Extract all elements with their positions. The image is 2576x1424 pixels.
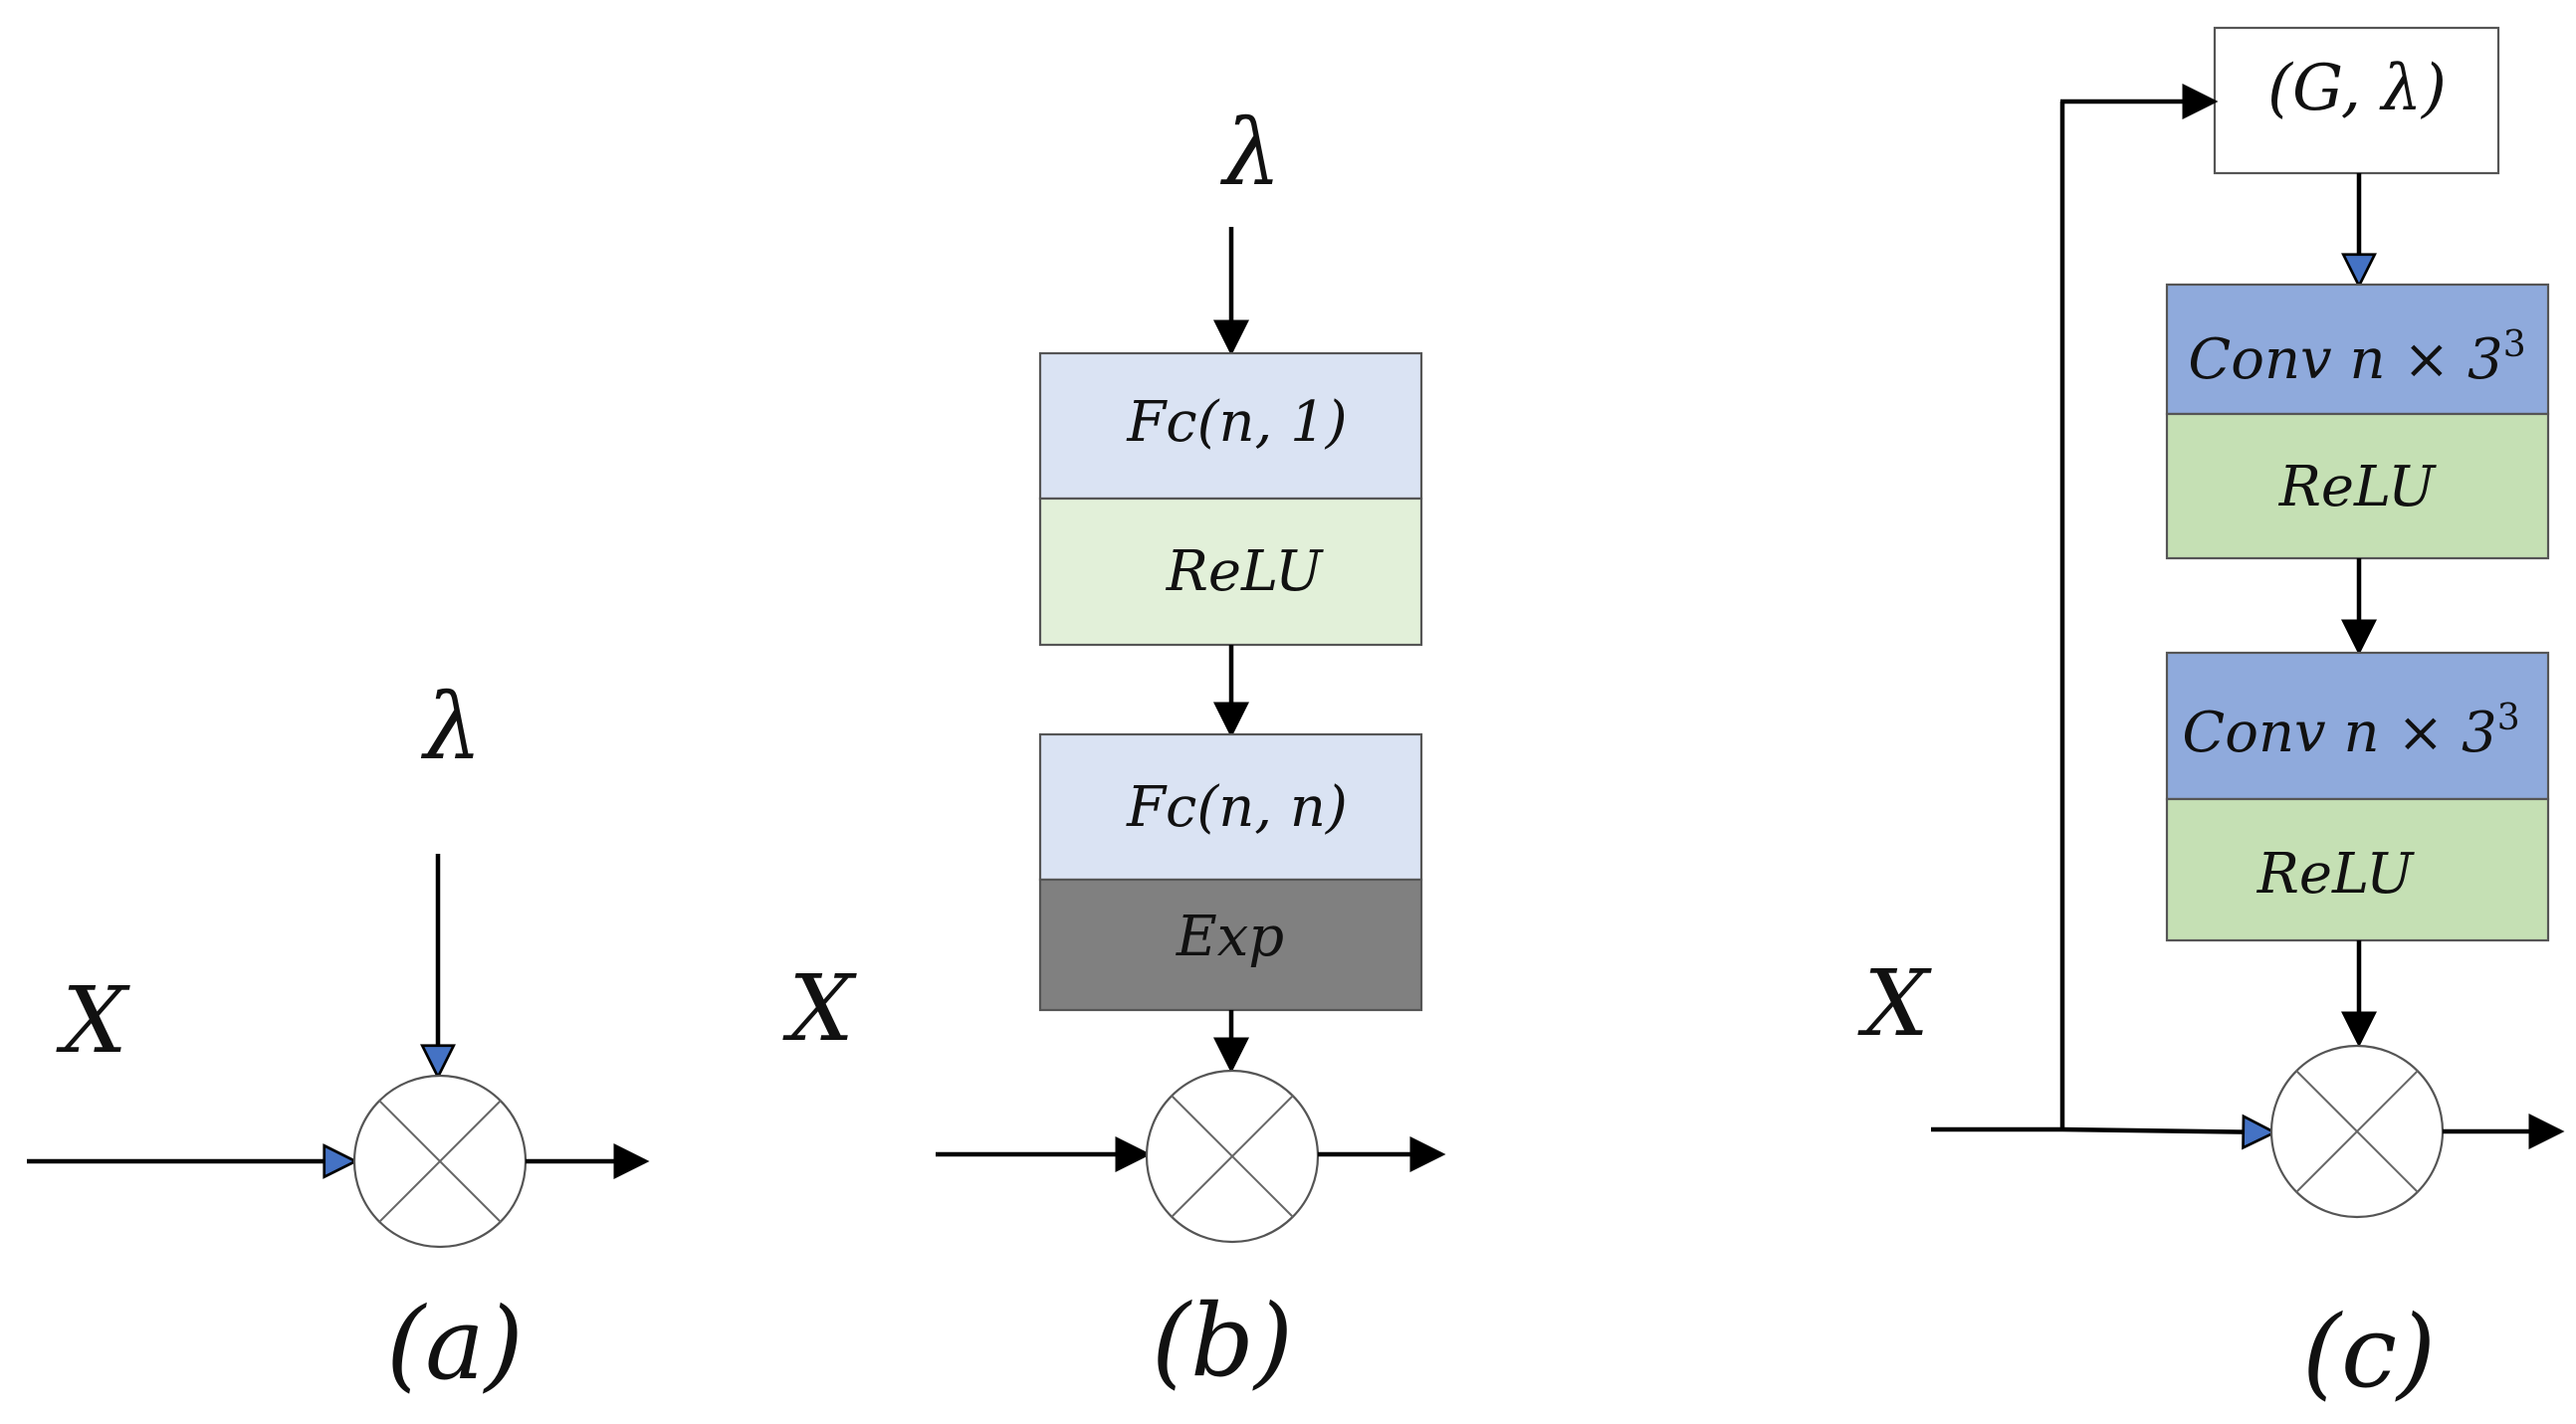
panel-c-relu1-box	[2165, 412, 2550, 560]
panel-c-multiply-node	[2269, 1044, 2445, 1219]
panel-b-fc2-block: Fc(n, n)	[1038, 732, 1423, 882]
panel-c-conv2-box	[2165, 651, 2550, 801]
panel-c: (G, λ) Conv n × 33 ReLU Conv n × 33 ReLU…	[1857, 26, 2565, 1410]
panel-c-conv1-main: Conv n × 3	[2188, 327, 2502, 392]
panel-b-relu-label: ReLU	[1166, 539, 1324, 604]
panel-c-conv1-superscript: 3	[2503, 324, 2526, 365]
panel-b-fc1-block: Fc(n, 1)	[1038, 351, 1423, 501]
panel-b-x-label: X	[782, 955, 857, 1062]
panel-b-caption: (b)	[1152, 1283, 1293, 1399]
panel-b-exp-box	[1038, 878, 1423, 1012]
panel-a-multiply-cross-2	[378, 1100, 502, 1223]
panel-b: λ Fc(n, 1) ReLU Fc(n, n) Exp X (b)	[782, 100, 1446, 1399]
panel-c-x-label: X	[1857, 950, 1932, 1057]
panel-b-exp-label: Exp	[1176, 905, 1284, 969]
panel-b-multiply-node	[1145, 1069, 1320, 1244]
panel-c-relu2-label: ReLU	[2256, 842, 2415, 907]
panel-c-caption: (c)	[2302, 1294, 2436, 1410]
panel-c-relu2-box	[2165, 797, 2550, 942]
panel-c-conv2-main: Conv n × 3	[2182, 701, 2496, 765]
panel-c-input-label: (G, λ)	[2267, 52, 2447, 125]
panel-a-caption: (a)	[386, 1286, 524, 1402]
panel-b-lambda-label: λ	[1219, 100, 1281, 206]
panel-c-conv2-superscript: 3	[2497, 698, 2520, 738]
panel-a-multiply-node	[352, 1074, 528, 1249]
panel-c-relu1-block: ReLU	[2165, 412, 2550, 560]
panel-b-fc1-box	[1038, 351, 1423, 501]
panel-c-relu2-block: ReLU	[2165, 797, 2550, 942]
panel-c-multiply-cross-2	[2295, 1070, 2419, 1193]
panel-b-multiply-cross-2	[1171, 1095, 1294, 1218]
panel-c-relu1-label: ReLU	[2278, 455, 2437, 519]
panel-a-x-label: X	[56, 967, 130, 1074]
panel-b-relu-block: ReLU	[1038, 497, 1423, 647]
panel-c-conv2-label: Conv n × 33	[2182, 698, 2519, 765]
panel-b-exp-block: Exp	[1038, 878, 1423, 1012]
panel-c-input-block: (G, λ)	[2213, 26, 2500, 175]
panel-b-fc2-label: Fc(n, n)	[1126, 775, 1348, 840]
panel-c-input-box	[2213, 26, 2500, 175]
panel-a: λ X (a)	[27, 674, 650, 1402]
panel-b-fc1-label: Fc(n, 1)	[1126, 390, 1347, 455]
panel-c-conv2-block: Conv n × 33	[2165, 651, 2550, 801]
panel-c-conv1-block: Conv n × 33	[2165, 283, 2550, 416]
panel-c-x-to-multiply-arrow	[2061, 1129, 2272, 1132]
panel-c-conv1-label: Conv n × 33	[2188, 324, 2525, 392]
panel-a-lambda-label: λ	[420, 674, 482, 780]
